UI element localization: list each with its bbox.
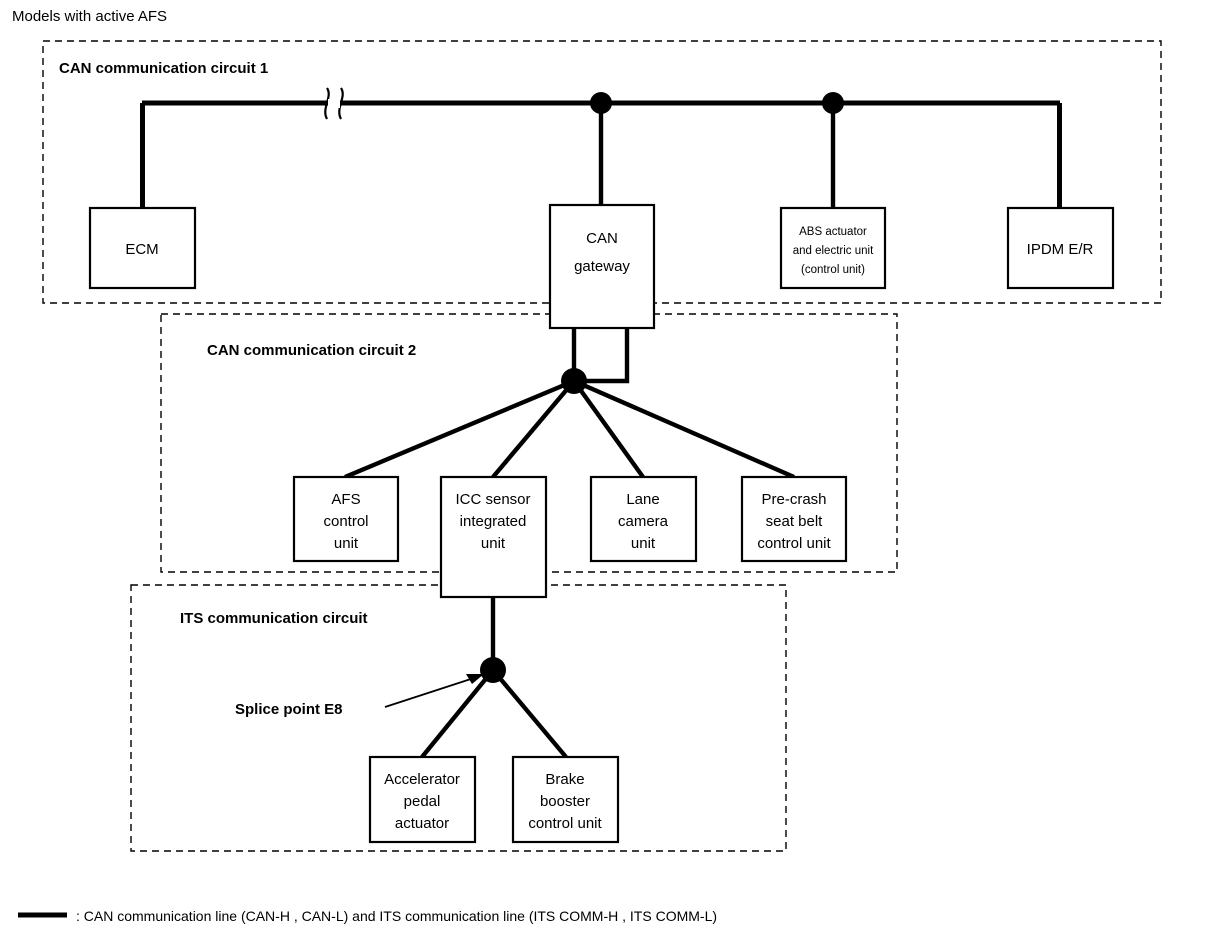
branch-to-accel-pedal [420,668,495,759]
branch-to-precrash [573,378,795,480]
unit-ecm[interactable]: ECM [88,206,197,290]
splice-dot-abs [822,92,844,114]
unit-accel-pedal-label-3: actuator [395,815,449,832]
unit-afs-control-label-2: control [323,513,368,530]
unit-precrash-seat-belt-label-1: Pre-crash [761,491,826,508]
unit-abs-actuator-label-1: ABS actuator [799,226,867,238]
unit-precrash-seat-belt-label-2: seat belt [766,513,824,530]
splice-point-arrowhead [466,674,484,684]
unit-precrash-seat-belt-label-3: control unit [757,535,831,552]
unit-lane-camera-label-1: Lane [626,491,659,508]
splice-point-label: Splice point E8 [235,701,343,718]
unit-lane-camera-label-2: camera [618,513,669,530]
annotation-splice-point-e8: Splice point E8 [235,674,484,718]
splice-dot-circuit-2 [561,368,587,394]
unit-abs-actuator-label-3: (control unit) [801,264,865,276]
unit-ipdm-er[interactable]: IPDM E/R [1006,206,1115,290]
splice-dot-gateway [590,92,612,114]
unit-abs-actuator[interactable]: ABS actuator and electric unit (control … [779,206,887,290]
branch-to-brake-booster [491,668,568,759]
unit-icc-sensor-label-2: integrated [460,513,527,530]
unit-can-gateway-label-2: gateway [574,258,630,275]
unit-icc-sensor-label-3: unit [481,535,506,552]
unit-precrash-seat-belt[interactable]: Pre-crash seat belt control unit [740,475,848,563]
splice-dot-e8 [480,657,506,683]
branch-to-lane-camera [572,379,645,479]
unit-icc-sensor-label-1: ICC sensor [455,491,530,508]
unit-ipdm-er-label: IPDM E/R [1027,241,1094,258]
region-label-its-circuit: ITS communication circuit [180,610,368,627]
unit-brake-booster-label-3: control unit [528,815,602,832]
unit-lane-camera[interactable]: Lane camera unit [589,475,698,563]
unit-brake-booster-label-1: Brake [545,771,584,788]
bus-break-symbol [324,87,344,120]
unit-afs-control-label-1: AFS [331,491,360,508]
branch-to-afs [344,378,575,480]
page-title: Models with active AFS [12,8,167,25]
unit-afs-control-label-3: unit [334,535,359,552]
unit-afs-control[interactable]: AFS control unit [292,475,400,563]
unit-abs-actuator-label-2: and electric unit [793,245,874,257]
unit-accelerator-pedal-actuator[interactable]: Accelerator pedal actuator [368,755,477,844]
unit-ecm-label: ECM [125,241,158,258]
splice-point-leader [384,676,478,708]
unit-icc-sensor[interactable]: ICC sensor integrated unit [439,475,548,599]
gateway-stub-right [576,328,630,384]
region-label-can-circuit-2: CAN communication circuit 2 [207,342,416,359]
unit-accel-pedal-label-1: Accelerator [384,771,460,788]
region-label-can-circuit-1: CAN communication circuit 1 [59,60,268,77]
unit-can-gateway[interactable]: CAN gateway [548,203,656,330]
unit-accel-pedal-label-2: pedal [404,793,441,810]
unit-can-gateway-label-1: CAN [586,230,618,247]
unit-lane-camera-label-3: unit [631,535,656,552]
unit-brake-booster-control[interactable]: Brake booster control unit [511,755,620,844]
legend-label: : CAN communication line (CAN-H , CAN-L)… [76,908,717,924]
unit-brake-booster-label-2: booster [540,793,590,810]
branch-to-icc [491,379,576,479]
